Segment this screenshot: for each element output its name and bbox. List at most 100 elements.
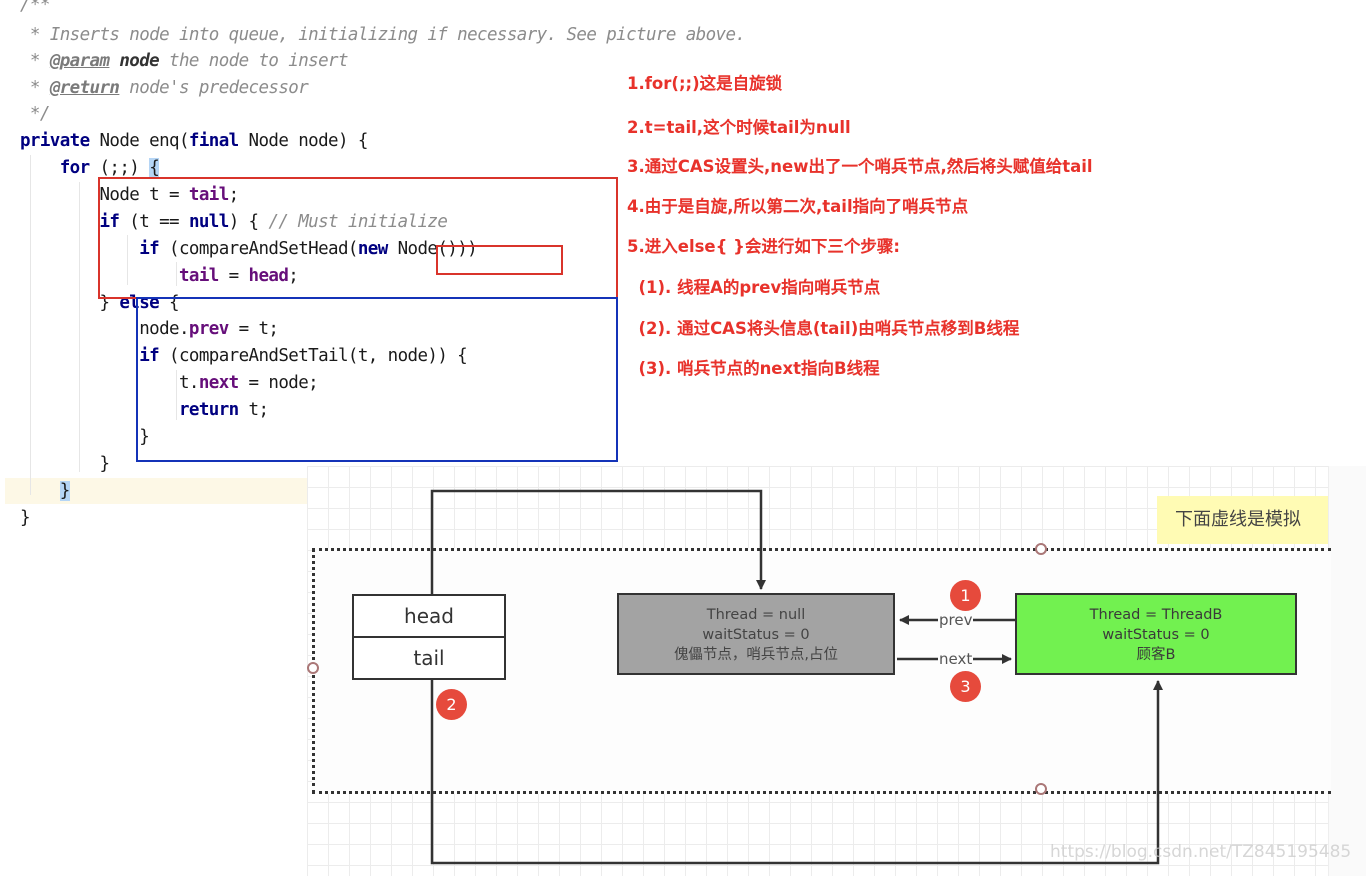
code-token: the node to insert (159, 51, 348, 71)
code-token: (t == (119, 212, 189, 232)
threadb-thread: Thread = ThreadB (1089, 607, 1223, 623)
code-token: /** (20, 0, 50, 15)
thread-b-node[interactable]: Thread = ThreadB waitStatus = 0 顾客B (1015, 593, 1297, 675)
code-token: (compareAndSetTail(t, node)) { (159, 346, 468, 366)
code-line[interactable]: } (20, 451, 110, 477)
next-label: next (938, 650, 974, 668)
code-token: } (20, 427, 150, 447)
step-badge-1: 1 (950, 580, 981, 611)
code-token: } (20, 454, 110, 474)
code-line[interactable]: tail = head; (20, 263, 299, 289)
tail-field: tail (354, 636, 504, 678)
code-token: for (59, 158, 90, 178)
code-line[interactable]: for (;;) { (20, 155, 160, 181)
code-line[interactable]: if (t == null) { // Must initialize (20, 209, 448, 235)
sentinel-desc: 傀儡节点，哨兵节点,占位 (673, 647, 839, 663)
code-token: * Inserts node into queue, initializing … (20, 25, 746, 45)
code-token: ; (228, 185, 240, 205)
tail-to-threadb-edge (430, 676, 1163, 865)
code-line[interactable]: * Inserts node into queue, initializing … (20, 22, 746, 48)
note-5-step-2: (2). 通过CAS将头信息(tail)由哨兵节点移到B线程 (627, 319, 1020, 338)
code-line[interactable]: } (20, 424, 150, 450)
resize-handle[interactable] (307, 662, 319, 674)
code-line[interactable]: private Node enq(final Node node) { (20, 128, 368, 154)
threadb-wait-status: waitStatus = 0 (1102, 627, 1210, 643)
code-token: next (198, 373, 239, 393)
code-token: t. (20, 373, 199, 393)
resize-handle[interactable] (1035, 783, 1047, 795)
code-token: // Must initialize (268, 212, 448, 232)
code-token: private (20, 131, 90, 151)
sentinel-node[interactable]: Thread = null waitStatus = 0 傀儡节点，哨兵节点,占… (617, 593, 895, 675)
note-2: 2.t=tail,这个时候tail为null (627, 118, 851, 137)
code-token: null (188, 212, 229, 232)
indent-guide (79, 182, 80, 472)
step-badge-2: 2 (436, 689, 467, 720)
else-block-highlight-box (136, 297, 618, 462)
code-token: t; (238, 400, 269, 420)
code-token: new (357, 239, 388, 259)
code-token: @param (49, 51, 110, 71)
code-token: if (139, 346, 160, 366)
sentinel-thread: Thread = null (706, 607, 806, 623)
code-token: node. (20, 319, 189, 339)
code-token: = t; (228, 319, 279, 339)
code-token: * (20, 51, 50, 71)
code-line[interactable]: } (20, 478, 70, 504)
indent-guide (176, 370, 177, 420)
head-tail-node[interactable]: head tail (352, 594, 506, 680)
code-token: if (99, 212, 120, 232)
head-field: head (404, 604, 454, 628)
indent-guide (176, 262, 177, 286)
code-token: } (20, 508, 31, 528)
code-line[interactable]: * @param node the node to insert (20, 48, 349, 74)
prev-label: prev (938, 611, 974, 629)
note-4: 4.由于是自旋,所以第二次,tail指向了哨兵节点 (627, 197, 969, 216)
code-line[interactable]: node.prev = t; (20, 316, 279, 342)
code-line[interactable]: } (20, 505, 31, 531)
watermark: https://blog.csdn.net/TZ845195485 (1050, 842, 1352, 862)
code-token: node (119, 51, 160, 71)
code-token: { (159, 293, 180, 313)
note-5-step-1: (1). 线程A的prev指向哨兵节点 (627, 278, 881, 297)
resize-handle[interactable] (1035, 543, 1047, 555)
code-token: if (139, 239, 160, 259)
indent-guide (127, 235, 128, 285)
code-token: = node; (238, 373, 319, 393)
sticky-note[interactable]: 下面虚线是模拟 (1157, 496, 1328, 544)
code-token: Node enq( (89, 131, 189, 151)
new-node-highlight-box (436, 245, 563, 275)
code-line[interactable]: * @return node's predecessor (20, 75, 309, 101)
note-5-step-3: (3). 哨兵节点的next指向B线程 (627, 359, 880, 378)
code-line[interactable]: if (compareAndSetTail(t, node)) { (20, 343, 467, 369)
note-1: 1.for(;;)这是自旋锁 (627, 74, 783, 93)
code-line[interactable]: */ (20, 101, 50, 127)
code-token: ; (288, 266, 299, 286)
head-to-sentinel-edge (430, 489, 766, 594)
threadb-desc: 顾客B (1136, 647, 1176, 663)
note-3: 3.通过CAS设置头,new出了一个哨兵节点,然后将头赋值给tail (627, 157, 1093, 176)
indent-guide (30, 155, 31, 495)
code-token: return (178, 400, 239, 420)
code-token: tail (188, 185, 229, 205)
code-line[interactable]: return t; (20, 397, 269, 423)
code-line[interactable]: Node t = tail; (20, 182, 239, 208)
step-badge-3: 3 (950, 671, 981, 702)
code-token: { (149, 158, 160, 178)
current-line-highlight (5, 478, 307, 504)
code-token: ) { (228, 212, 269, 232)
code-token: = (218, 266, 249, 286)
code-line[interactable]: /** (20, 0, 50, 18)
code-token: * (20, 78, 50, 98)
code-token: Node node) { (238, 131, 369, 151)
note-5: 5.进入else{ }会进行如下三个步骤: (627, 237, 900, 256)
code-token: } (59, 481, 70, 501)
code-line[interactable]: t.next = node; (20, 370, 319, 396)
code-token: head (248, 266, 289, 286)
sentinel-wait-status: waitStatus = 0 (702, 627, 810, 643)
code-token: prev (188, 319, 229, 339)
code-token: tail (178, 266, 219, 286)
code-token: */ (20, 104, 50, 124)
code-token: @return (49, 78, 120, 98)
